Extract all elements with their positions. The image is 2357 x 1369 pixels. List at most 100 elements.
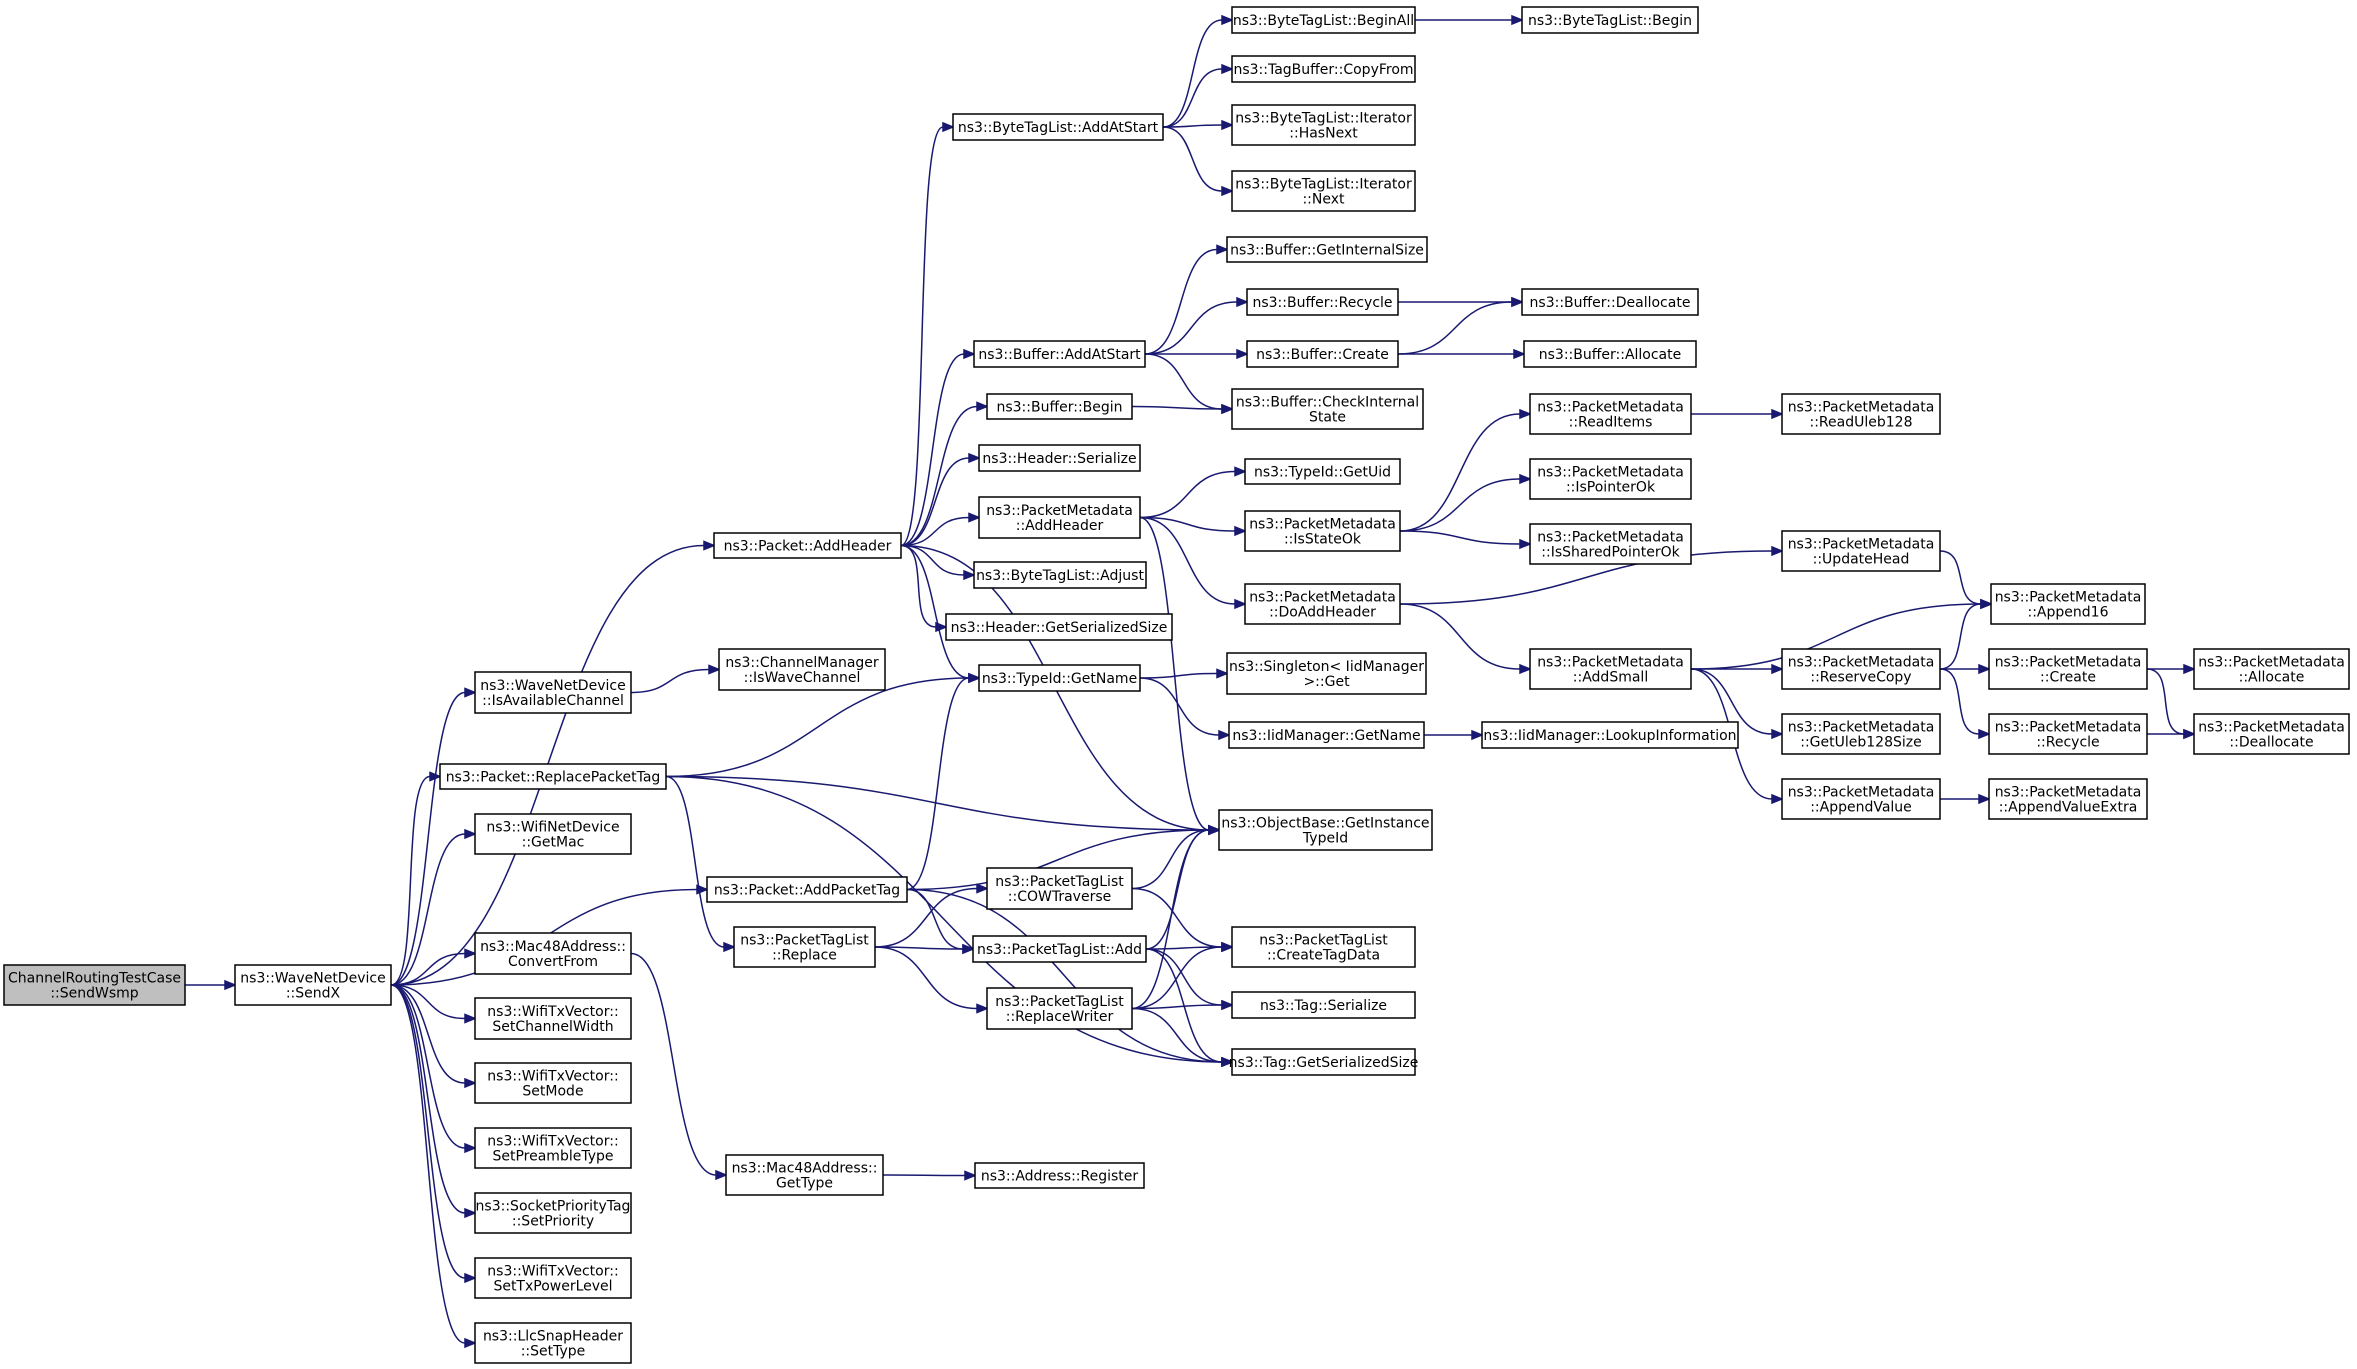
node-ns3-socketprioritytag-setpriority[interactable]: ns3::SocketPriorityTag::SetPriority	[474, 1192, 632, 1234]
node-ns3-packettaglist-add[interactable]: ns3::PacketTagList::Add	[972, 935, 1147, 963]
edge-line	[1162, 19, 1223, 128]
node-ns3-buffer-deallocate[interactable]: ns3::Buffer::Deallocate	[1521, 288, 1699, 316]
node-ns3-packetmetadata-readitems[interactable]: ns3::PacketMetadata::ReadItems	[1529, 393, 1692, 435]
edge-line	[390, 775, 431, 986]
edge-n9-to-n10	[1144, 353, 1235, 415]
node-ns3-packetmetadata-isstateok[interactable]: ns3::PacketMetadata::IsStateOk	[1244, 510, 1401, 552]
node-ns3-packetmetadata-create[interactable]: ns3::PacketMetadata::Create	[1988, 648, 2148, 690]
node-ns3-packetmetadata-recycle[interactable]: ns3::PacketMetadata::Recycle	[1988, 713, 2148, 755]
node-ns3-packet-replacepackettag[interactable]: ns3::Packet::ReplacePacketTag	[439, 763, 667, 790]
node-label-line: ns3::WifiTxVector::	[487, 1134, 618, 1150]
node-ns3-tag-serialize[interactable]: ns3::Tag::Serialize	[1231, 991, 1416, 1019]
node-box	[1231, 991, 1416, 1019]
node-label-line: ::SendX	[286, 986, 341, 1002]
node-ns3-packetmetadata-getuleb128size[interactable]: ns3::PacketMetadata::GetUleb128Size	[1781, 713, 1941, 755]
edge-n30-to-n21	[1939, 550, 1994, 610]
node-ns3-bytetaglist-adjust[interactable]: ns3::ByteTagList::Adjust	[973, 561, 1147, 589]
edge-n3-to-n4	[1162, 14, 1235, 128]
edge-line	[390, 984, 466, 1149]
edge-n4-to-n5	[1415, 14, 1525, 26]
edge-n51-to-n31	[1145, 824, 1222, 950]
node-ns3-packetmetadata-allocate[interactable]: ns3::PacketMetadata::Allocate	[2193, 648, 2350, 690]
edge-n44-to-n45	[630, 664, 722, 694]
node-ns3-bytetaglist-addatstart[interactable]: ns3::ByteTagList::AddAtStart	[952, 113, 1164, 141]
node-ns3-packetmetadata-addsmall[interactable]: ns3::PacketMetadata::AddSmall	[1529, 648, 1692, 690]
node-label-line: ns3::PacketMetadata	[1788, 720, 1935, 736]
node-ns3-header-serialize[interactable]: ns3::Header::Serialize	[978, 444, 1141, 472]
node-box	[725, 1154, 884, 1196]
node-ns3-iidmanager-lookupinformation[interactable]: ns3::IidManager::LookupInformation	[1481, 721, 1739, 749]
node-box	[474, 1127, 632, 1169]
node-ns3-packetmetadata-doaddheader[interactable]: ns3::PacketMetadata::DoAddHeader	[1244, 583, 1401, 625]
node-ns3-llcsnapheader-settype[interactable]: ns3::LlcSnapHeader::SetType	[474, 1322, 632, 1364]
node-ns3-tagbuffer-copyfrom[interactable]: ns3::TagBuffer::CopyFrom	[1231, 55, 1416, 83]
node-ns3-packetmetadata-appendvalueextra[interactable]: ns3::PacketMetadata::AppendValueExtra	[1988, 778, 2148, 820]
node-ns3-packettaglist-replacewriter[interactable]: ns3::PacketTagList::ReplaceWriter	[986, 987, 1133, 1030]
node-label-line: ns3::PacketMetadata	[1995, 720, 2142, 736]
node-ns3-packetmetadata-reservecopy[interactable]: ns3::PacketMetadata::ReserveCopy	[1781, 648, 1941, 690]
edge-n18-to-n19	[1139, 516, 1248, 610]
node-ns3-wavenetdevice-isavailablechannel[interactable]: ns3::WaveNetDevice::IsAvailableChannel	[474, 671, 632, 714]
node-ns3-iidmanager-getname[interactable]: ns3::IidManager::GetName	[1228, 721, 1425, 749]
node-ns3-bytetaglist-beginall[interactable]: ns3::ByteTagList::BeginAll	[1231, 6, 1416, 34]
node-label-line: ns3::Buffer::Begin	[996, 400, 1122, 416]
node-ns3-wifitxvector-setmode[interactable]: ns3::WifiTxVector::SetMode	[474, 1062, 632, 1104]
node-ns3-wifitxvector-setchannelwidth[interactable]: ns3::WifiTxVector::SetChannelWidth	[474, 997, 632, 1040]
node-ns3-bytetaglist-iterator-next[interactable]: ns3::ByteTagList::Iterator::Next	[1231, 170, 1416, 212]
node-ns3-header-getserializedsize[interactable]: ns3::Header::GetSerializedSize	[945, 613, 1173, 641]
node-ns3-singleton-iidmanager-get[interactable]: ns3::Singleton< IidManager >::Get	[1226, 652, 1427, 695]
node-ns3-tag-getserializedsize[interactable]: ns3::Tag::GetSerializedSize	[1229, 1048, 1419, 1076]
node-ns3-packetmetadata-ispointerok[interactable]: ns3::PacketMetadata::IsPointerOk	[1529, 458, 1692, 500]
edge-n41-to-n42	[1424, 729, 1485, 741]
edge-arrowhead	[964, 1170, 978, 1181]
node-ns3-packet-addheader[interactable]: ns3::Packet::AddHeader	[713, 532, 902, 559]
node-ns3-buffer-begin[interactable]: ns3::Buffer::Begin	[986, 393, 1133, 420]
node-ns3-wifitxvector-setpreambletype[interactable]: ns3::WifiTxVector::SetPreambleType	[474, 1127, 632, 1169]
node-ns3-packetmetadata-updatehead[interactable]: ns3::PacketMetadata::UpdateHead	[1781, 530, 1941, 572]
node-ns3-packettaglist-createtagdata[interactable]: ns3::PacketTagList::CreateTagData	[1231, 926, 1416, 968]
node-ns3-packetmetadata-addheader[interactable]: ns3::PacketMetadata::AddHeader	[978, 496, 1141, 539]
edge-line	[900, 516, 970, 547]
node-label-line: ns3::Header::GetSerializedSize	[951, 620, 1168, 636]
node-ns3-typeid-getname[interactable]: ns3::TypeId::GetName	[978, 664, 1141, 692]
node-ns3-buffer-allocate[interactable]: ns3::Buffer::Allocate	[1523, 340, 1697, 368]
node-ns3-wifitxvector-settxpowerlevel[interactable]: ns3::WifiTxVector::SetTxPowerLevel	[474, 1257, 632, 1299]
edge-arrowhead	[1978, 728, 1992, 740]
node-ns3-packettaglist-cowtraverse[interactable]: ns3::PacketTagList::COWTraverse	[986, 867, 1133, 910]
node-ns3-packetmetadata-append16[interactable]: ns3::PacketMetadata::Append16	[1990, 583, 2146, 625]
node-label-line: ns3::Buffer::Recycle	[1252, 295, 1392, 311]
node-ns3-buffer-addatstart[interactable]: ns3::Buffer::AddAtStart	[973, 340, 1146, 368]
edge-arrowhead	[1236, 296, 1250, 308]
node-ns3-packetmetadata-appendvalue[interactable]: ns3::PacketMetadata::AppendValue	[1781, 778, 1941, 820]
node-ns3-channelmanager-iswavechannel[interactable]: ns3::ChannelManager::IsWaveChannel	[718, 648, 886, 691]
node-ns3-buffer-getinternalsize[interactable]: ns3::Buffer::GetInternalSize	[1226, 236, 1428, 263]
node-ns3-packet-addpackettag[interactable]: ns3::Packet::AddPacketTag	[706, 876, 908, 903]
node-ns3-bytetaglist-begin[interactable]: ns3::ByteTagList::Begin	[1521, 6, 1699, 34]
node-label-line: State	[1309, 410, 1346, 426]
edge-n56-to-n57	[630, 952, 729, 1181]
node-ns3-wifinetdevice-getmac[interactable]: ns3::WifiNetDevice::GetMac	[474, 813, 632, 855]
function-nodes: ChannelRoutingTestCase::SendWsmpns3::Wav…	[3, 6, 2350, 1364]
node-ns3-buffer-create[interactable]: ns3::Buffer::Create	[1246, 340, 1399, 368]
edge-arrowhead	[708, 664, 722, 675]
node-ns3-packetmetadata-deallocate[interactable]: ns3::PacketMetadata::Deallocate	[2193, 713, 2350, 755]
node-ns3-mac48address-gettype[interactable]: ns3::Mac48Address::GetType	[725, 1154, 884, 1196]
node-ns3-packettaglist-replace[interactable]: ns3::PacketTagList::Replace	[733, 926, 876, 968]
node-ns3-wavenetdevice-sendx[interactable]: ns3::WaveNetDevice::SendX	[234, 964, 392, 1006]
node-ns3-typeid-getuid[interactable]: ns3::TypeId::GetUid	[1244, 458, 1401, 485]
node-ns3-address-register[interactable]: ns3::Address::Register	[974, 1162, 1145, 1189]
node-label-line: ::IsPointerOk	[1566, 480, 1656, 496]
node-box	[1231, 55, 1416, 83]
edge-line	[1690, 603, 1982, 670]
node-ns3-bytetaglist-iterator-hasnext[interactable]: ns3::ByteTagList::Iterator::HasNext	[1231, 104, 1416, 146]
node-ns3-buffer-recycle[interactable]: ns3::Buffer::Recycle	[1246, 288, 1399, 316]
edge-arrowhead	[1771, 663, 1785, 675]
node-box	[1231, 6, 1416, 34]
node-ns3-packetmetadata-readuleb128[interactable]: ns3::PacketMetadata::ReadUleb128	[1781, 393, 1941, 435]
node-ns3-mac48address-convertfrom[interactable]: ns3::Mac48Address::ConvertFrom	[474, 932, 632, 975]
node-label-line: ::SetPriority	[512, 1214, 594, 1230]
edge-n26-to-n27	[2147, 663, 2197, 675]
node-ns3-packetmetadata-issharedpointerok[interactable]: ns3::PacketMetadata::IsSharedPointerOk	[1529, 523, 1692, 565]
